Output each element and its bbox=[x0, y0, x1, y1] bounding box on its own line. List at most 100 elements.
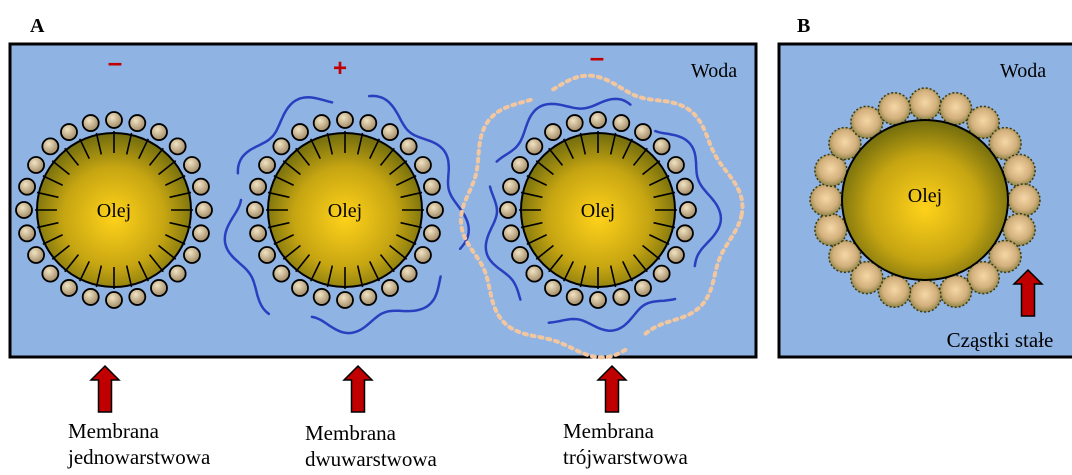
charge-sign-1: – bbox=[108, 47, 122, 77]
oil-droplet-2: Olej bbox=[247, 112, 443, 308]
surfactant-head bbox=[503, 179, 519, 195]
solid-particle bbox=[810, 184, 842, 216]
surfactant-head bbox=[259, 247, 275, 263]
surfactant-head bbox=[613, 289, 629, 305]
surfactant-head bbox=[677, 225, 693, 241]
solid-particle bbox=[1008, 184, 1040, 216]
surfactant-head bbox=[526, 266, 542, 282]
surfactant-head bbox=[61, 280, 77, 296]
surfactant-head bbox=[28, 247, 44, 263]
surfactant-head bbox=[196, 202, 212, 218]
surfactant-head bbox=[654, 266, 670, 282]
solid-particle bbox=[909, 280, 941, 312]
surfactant-head bbox=[567, 115, 583, 131]
oil-label: Olej bbox=[908, 185, 942, 207]
surfactant-head bbox=[61, 124, 77, 140]
arrow-trilayer bbox=[598, 366, 626, 412]
surfactant-head bbox=[382, 124, 398, 140]
caption-bilayer-line2: dwuwarstwowa bbox=[305, 446, 437, 472]
surfactant-head bbox=[635, 280, 651, 296]
surfactant-head bbox=[500, 202, 516, 218]
surfactant-head bbox=[250, 225, 266, 241]
surfactant-head bbox=[668, 247, 684, 263]
caption-monolayer-line1: Membrana bbox=[68, 418, 210, 444]
caption-monolayer: Membrana jednowarstwowa bbox=[68, 418, 210, 470]
caption-trilayer: Membrana trójwarstwowa bbox=[563, 418, 688, 470]
caption-monolayer-line2: jednowarstwowa bbox=[68, 444, 210, 470]
surfactant-head bbox=[503, 225, 519, 241]
surfactant-head bbox=[273, 266, 289, 282]
surfactant-head bbox=[106, 112, 122, 128]
caption-trilayer-line1: Membrana bbox=[563, 418, 688, 444]
oil-droplet-3: Olej bbox=[500, 112, 696, 308]
panel-a-water-label: Woda bbox=[691, 60, 737, 82]
surfactant-head bbox=[259, 157, 275, 173]
surfactant-head bbox=[42, 266, 58, 282]
surfactant-head bbox=[635, 124, 651, 140]
surfactant-head bbox=[273, 138, 289, 154]
surfactant-head bbox=[247, 202, 263, 218]
surfactant-head bbox=[415, 157, 431, 173]
surfactant-head bbox=[170, 266, 186, 282]
arrow-bilayer bbox=[344, 366, 372, 412]
surfactant-head bbox=[401, 266, 417, 282]
surfactant-head bbox=[360, 115, 376, 131]
surfactant-head bbox=[292, 124, 308, 140]
surfactant-head bbox=[590, 112, 606, 128]
surfactant-head bbox=[337, 112, 353, 128]
surfactant-head bbox=[106, 292, 122, 308]
oil-label: Olej bbox=[328, 200, 362, 222]
caption-bilayer: Membrana dwuwarstwowa bbox=[305, 420, 437, 472]
surfactant-head bbox=[512, 247, 528, 263]
solid-particle bbox=[909, 88, 941, 120]
surfactant-head bbox=[590, 292, 606, 308]
surfactant-head bbox=[567, 289, 583, 305]
caption-trilayer-line2: trójwarstwowa bbox=[563, 444, 688, 470]
oil-label: Olej bbox=[97, 200, 131, 222]
surfactant-head bbox=[512, 157, 528, 173]
solid-particles-label: Cząstki stałe bbox=[947, 328, 1054, 352]
surfactant-head bbox=[184, 157, 200, 173]
surfactant-head bbox=[545, 124, 561, 140]
surfactant-head bbox=[314, 289, 330, 305]
surfactant-head bbox=[42, 138, 58, 154]
surfactant-head bbox=[151, 280, 167, 296]
surfactant-head bbox=[129, 115, 145, 131]
solid-particle bbox=[1003, 154, 1035, 186]
oil-label: Olej bbox=[581, 200, 615, 222]
surfactant-head bbox=[613, 115, 629, 131]
surfactant-head bbox=[151, 124, 167, 140]
surfactant-head bbox=[83, 289, 99, 305]
surfactant-head bbox=[19, 179, 35, 195]
surfactant-head bbox=[193, 225, 209, 241]
surfactant-head bbox=[16, 202, 32, 218]
solid-particle bbox=[878, 275, 910, 307]
surfactant-head bbox=[250, 179, 266, 195]
surfactant-head bbox=[545, 280, 561, 296]
surfactant-head bbox=[28, 157, 44, 173]
solid-particle bbox=[940, 275, 972, 307]
arrow-monolayer bbox=[91, 366, 119, 412]
solid-particle bbox=[815, 214, 847, 246]
surfactant-head bbox=[427, 202, 443, 218]
charge-sign-3: – bbox=[590, 42, 604, 72]
surfactant-head bbox=[401, 138, 417, 154]
surfactant-head bbox=[424, 225, 440, 241]
surfactant-head bbox=[193, 179, 209, 195]
surfactant-head bbox=[170, 138, 186, 154]
surfactant-head bbox=[360, 289, 376, 305]
charge-sign-2: + bbox=[333, 55, 347, 82]
surfactant-head bbox=[314, 115, 330, 131]
surfactant-head bbox=[83, 115, 99, 131]
surfactant-head bbox=[680, 202, 696, 218]
surfactant-head bbox=[424, 179, 440, 195]
surfactant-head bbox=[129, 289, 145, 305]
surfactant-head bbox=[415, 247, 431, 263]
panel-b-water-label: Woda bbox=[1000, 60, 1046, 82]
solid-particle bbox=[878, 93, 910, 125]
surfactant-head bbox=[184, 247, 200, 263]
surfactant-head bbox=[382, 280, 398, 296]
surfactant-head bbox=[654, 138, 670, 154]
surfactant-head bbox=[526, 138, 542, 154]
